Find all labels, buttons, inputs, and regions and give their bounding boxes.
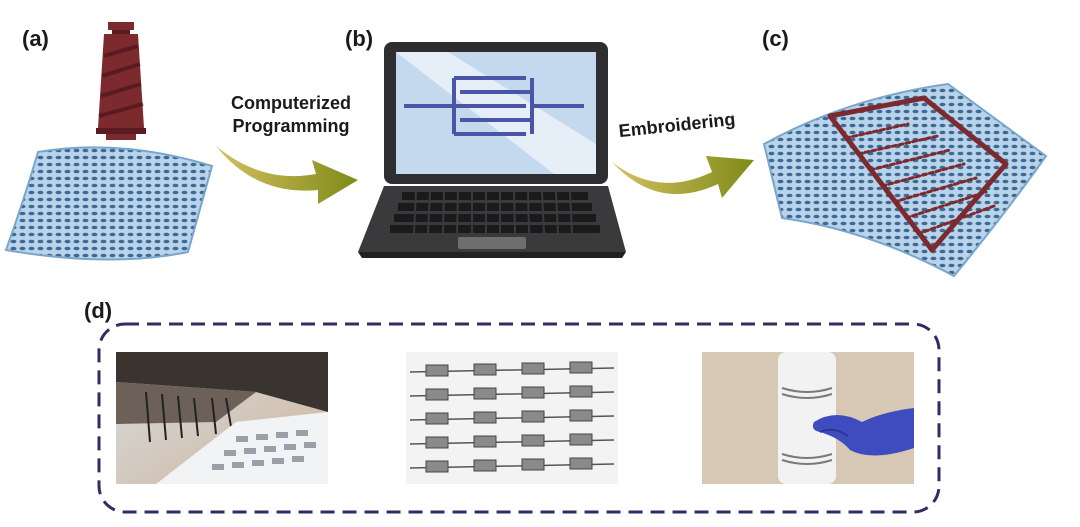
interdigitated-electrode-icon <box>404 76 584 136</box>
panel-label-c: (c) <box>762 26 789 51</box>
thread-spool-icon <box>96 22 146 140</box>
sensor-array-photo <box>406 352 618 484</box>
panel-label-b: (b) <box>345 26 374 51</box>
arrow-embroidering-icon <box>612 156 754 198</box>
panel-label-d: (d) <box>84 298 113 323</box>
gloved-hand-photo <box>702 352 914 484</box>
panel-label-a: (a) <box>22 26 49 51</box>
embroidery-machine-photo <box>116 352 328 484</box>
arrow-programming-icon <box>216 146 358 204</box>
dashed-frame <box>97 322 941 514</box>
arrow-label-computerized: Computerized <box>230 93 351 113</box>
embroidered-fabric-icon <box>762 82 1048 278</box>
fabric-sheet-icon <box>4 146 214 261</box>
laptop-icon <box>358 42 626 258</box>
arrow-label-programming: Programming <box>232 116 350 136</box>
